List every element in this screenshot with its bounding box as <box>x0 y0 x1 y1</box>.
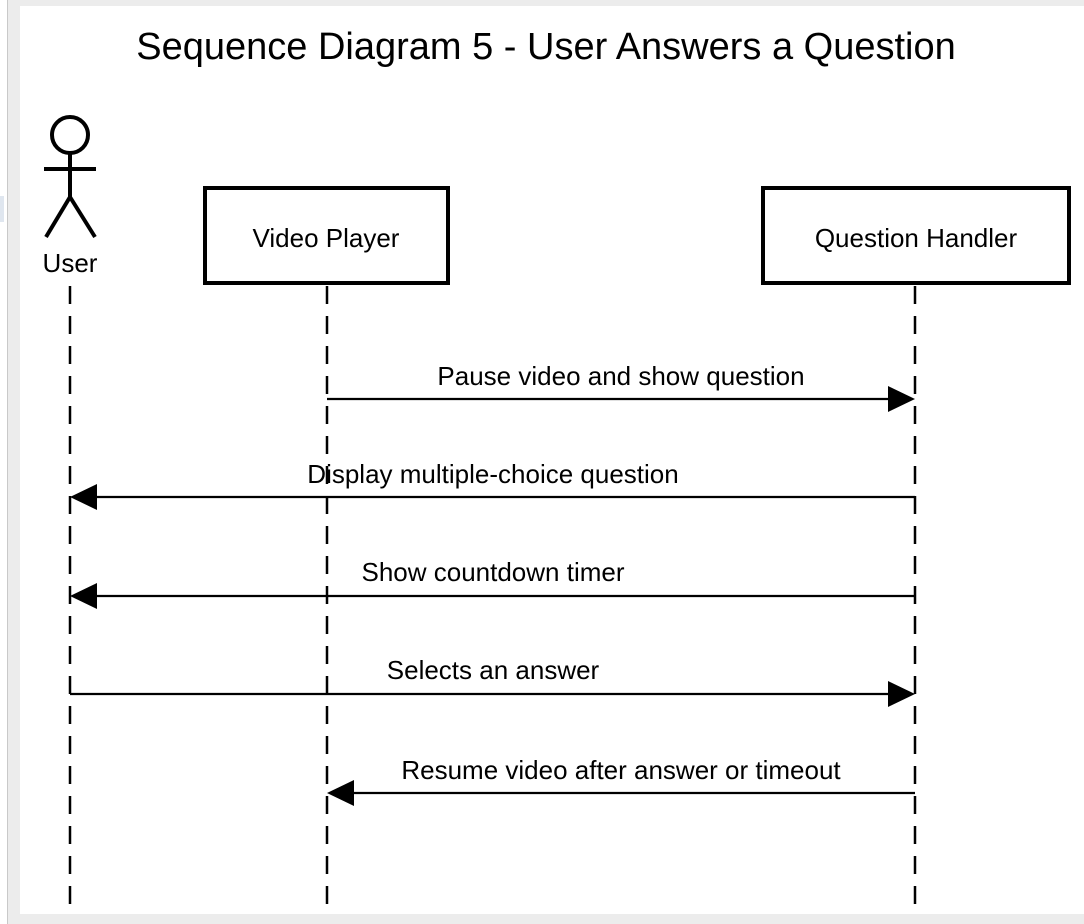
actor-user-icon <box>44 115 97 239</box>
participant-video-player-label: Video Player <box>253 223 400 253</box>
message-5: Resume video after answer or timeout <box>327 755 915 806</box>
message-2: Display multiple-choice question <box>70 459 915 510</box>
message-4: Selects an answer <box>70 655 915 707</box>
message-2-label: Display multiple-choice question <box>307 459 678 489</box>
left-window-edge <box>0 0 8 924</box>
arrowhead-left-icon <box>327 780 354 806</box>
arrowhead-right-icon <box>888 681 915 707</box>
participant-question-handler-label: Question Handler <box>815 223 1018 253</box>
message-3: Show countdown timer <box>70 557 915 609</box>
message-4-label: Selects an answer <box>387 655 600 685</box>
message-1: Pause video and show question <box>327 361 915 412</box>
participant-question-handler: Question Handler <box>761 186 1071 285</box>
left-edge-marker <box>0 196 4 222</box>
message-1-label: Pause video and show question <box>437 361 804 391</box>
arrowhead-left-icon <box>70 484 97 510</box>
arrowhead-right-icon <box>888 386 915 412</box>
arrowhead-left-icon <box>70 583 97 609</box>
participant-video-player: Video Player <box>203 186 450 285</box>
diagram-title: Sequence Diagram 5 - User Answers a Ques… <box>136 26 956 68</box>
message-5-label: Resume video after answer or timeout <box>401 755 841 785</box>
message-3-label: Show countdown timer <box>361 557 624 587</box>
diagram-canvas <box>20 6 1084 914</box>
actor-user-label: User <box>43 248 98 278</box>
